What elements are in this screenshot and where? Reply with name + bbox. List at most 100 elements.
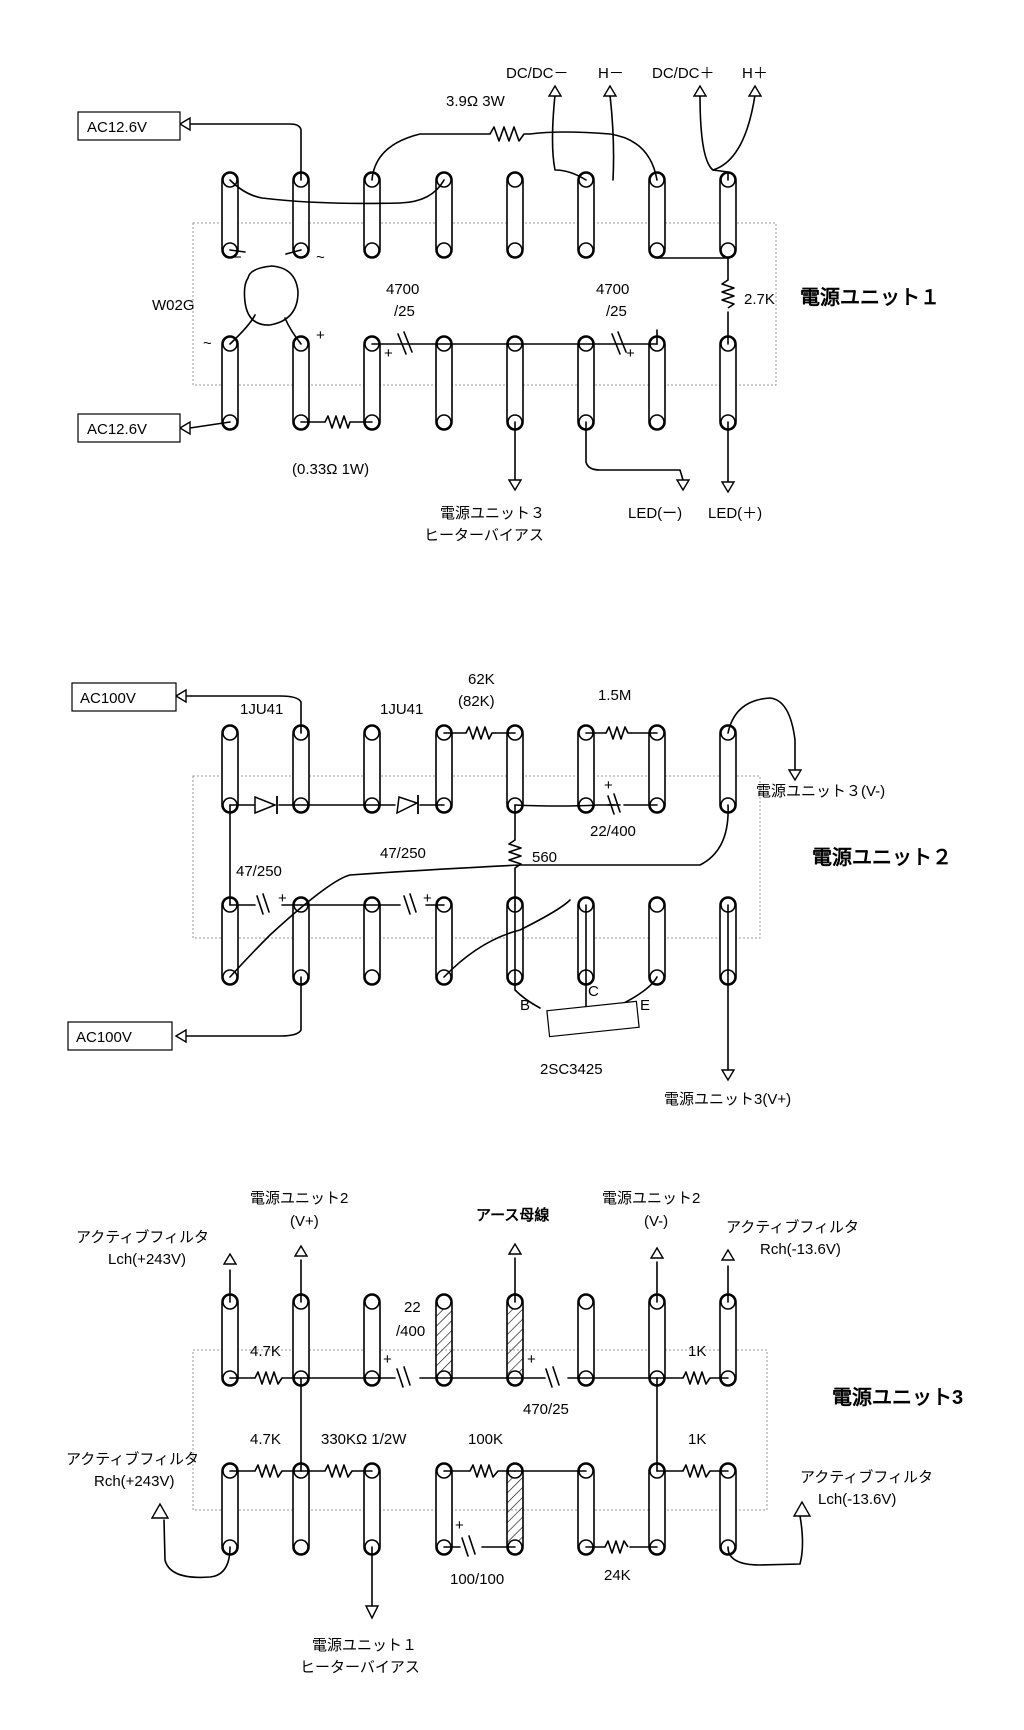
terminal-post bbox=[363, 896, 381, 986]
capacitor-22-400: + bbox=[604, 777, 621, 815]
svg-text:~: ~ bbox=[203, 335, 212, 352]
arrow-up-icon bbox=[222, 1252, 238, 1265]
capacitor-100-100: + bbox=[455, 1517, 476, 1557]
terminal-post bbox=[221, 1293, 239, 1387]
af-lch-minus-label-1: アクティブフィルタ bbox=[800, 1468, 933, 1486]
svg-text:−: − bbox=[233, 249, 242, 266]
in-u2-vplus-label-2: (V+) bbox=[290, 1213, 319, 1230]
resistor-1-5m bbox=[605, 726, 632, 740]
arrow-down-icon bbox=[364, 1605, 380, 1620]
svg-text:~: ~ bbox=[316, 249, 325, 266]
resistor-4-7k-2-label: 4.7K bbox=[250, 1431, 281, 1448]
capacitor1-voltage: /25 bbox=[394, 303, 415, 320]
ac-top-label: AC12.6V bbox=[87, 119, 147, 136]
terminal-post bbox=[292, 896, 310, 986]
capacitor-47-250-2: + bbox=[403, 890, 432, 915]
resistor-1k-1 bbox=[682, 1371, 711, 1385]
af-lch-plus-label-1: アクティブフィルタ bbox=[76, 1228, 209, 1246]
terminal-post bbox=[292, 1293, 310, 1387]
arrow-left-icon bbox=[174, 688, 187, 704]
capacitor-470-25-label: 470/25 bbox=[523, 1401, 569, 1418]
resistor-62k bbox=[465, 726, 496, 740]
terminal-post bbox=[719, 171, 737, 259]
unit3-board-outline bbox=[192, 1349, 768, 1511]
bridge-rectifier: − ~ ~ + bbox=[203, 249, 325, 352]
terminal-post bbox=[648, 171, 666, 259]
arrow-left-icon bbox=[178, 420, 191, 436]
in-u2-vplus-label-1: 電源ユニット2 bbox=[250, 1190, 348, 1207]
terminal-post bbox=[506, 335, 524, 431]
terminal-post bbox=[435, 1462, 453, 1556]
arrow-up-icon bbox=[547, 84, 563, 97]
ac-input-box-bottom bbox=[77, 413, 181, 443]
ac100-top-label: AC100V bbox=[80, 690, 136, 707]
resistor-330k bbox=[324, 1464, 353, 1478]
resistor-62k-label: 62K bbox=[468, 671, 495, 688]
led-minus-label: LED(ー) bbox=[628, 505, 682, 522]
bridge-label: W02G bbox=[152, 297, 195, 314]
arrow-up-icon bbox=[747, 84, 763, 97]
transistor-label: 2SC3425 bbox=[540, 1061, 603, 1078]
terminal-post bbox=[221, 724, 239, 814]
terminal-post bbox=[719, 1293, 737, 1387]
resistor-560-label: 560 bbox=[532, 849, 557, 866]
svg-text:+: + bbox=[316, 327, 325, 344]
transistor-pin-b: B bbox=[520, 997, 530, 1014]
unit2-terminal-strip bbox=[221, 724, 737, 986]
terminal-post bbox=[719, 1462, 737, 1556]
arrow-up-icon bbox=[507, 1242, 523, 1255]
arrow-up-icon bbox=[792, 1500, 812, 1517]
terminal-post bbox=[363, 1462, 381, 1556]
terminal-post bbox=[363, 1293, 381, 1387]
terminal-post bbox=[435, 335, 453, 431]
terminal-post-hatched bbox=[506, 1462, 524, 1556]
terminal-post bbox=[363, 335, 381, 431]
resistor-560 bbox=[508, 839, 522, 872]
unit1-wiring bbox=[189, 94, 756, 483]
dcdc-minus-label: DC/DC－ bbox=[506, 65, 569, 82]
in-u2-vminus-label-2: (V-) bbox=[644, 1213, 668, 1230]
out-vminus-label: 電源ユニット３(V-) bbox=[756, 783, 885, 800]
dcdc-plus-label: DC/DC＋ bbox=[652, 65, 715, 82]
terminal-post bbox=[435, 724, 453, 814]
h-minus-label: H－ bbox=[598, 65, 624, 82]
capacitor-4700-1: + bbox=[384, 331, 413, 362]
terminal-post bbox=[435, 171, 453, 259]
unit3-terminal-strip bbox=[221, 1293, 737, 1556]
ac-input-box-top bbox=[77, 111, 181, 141]
unit2-title: 電源ユニット２ bbox=[812, 846, 952, 869]
arrow-left-icon bbox=[178, 116, 191, 132]
af-rch-plus-label-1: アクティブフィルタ bbox=[66, 1450, 199, 1468]
resistor-4-7k-1 bbox=[254, 1371, 283, 1385]
capacitor-470-25: + bbox=[527, 1351, 560, 1388]
resistor-100k bbox=[469, 1464, 499, 1478]
terminal-post-hatched bbox=[435, 1293, 453, 1387]
svg-text:+: + bbox=[604, 777, 613, 794]
led-plus-label: LED(＋) bbox=[708, 505, 762, 522]
resistor-100k-label: 100K bbox=[468, 1431, 503, 1448]
resistor-24k bbox=[604, 1540, 629, 1554]
terminal-post-hatched bbox=[506, 1293, 524, 1387]
unit1-section: − ~ ~ + + + A bbox=[77, 65, 940, 544]
terminal-post bbox=[363, 171, 381, 259]
resistor-3-9ohm bbox=[489, 126, 530, 142]
unit3-title: 電源ユニット3 bbox=[832, 1386, 963, 1409]
resistor-3-9ohm-label: 3.9Ω 3W bbox=[446, 93, 506, 110]
terminal-post bbox=[506, 171, 524, 259]
ac-bottom-label: AC12.6V bbox=[87, 421, 147, 438]
transistor-pin-e: E bbox=[640, 997, 650, 1014]
diode2-label: 1JU41 bbox=[380, 701, 423, 718]
ac100-input-box-top bbox=[71, 682, 177, 712]
unit1-board-outline bbox=[192, 222, 777, 386]
terminal-post bbox=[577, 1462, 595, 1556]
unit2-wiring bbox=[185, 695, 796, 1071]
af-lch-minus-label-2: Lch(-13.6V) bbox=[818, 1491, 896, 1508]
unit1-title: 電源ユニット１ bbox=[800, 286, 940, 309]
arrow-left-icon bbox=[174, 1028, 187, 1044]
h-plus-label: H＋ bbox=[742, 65, 768, 82]
terminal-post bbox=[648, 335, 666, 431]
in-u2-vminus-label-1: 電源ユニット2 bbox=[602, 1190, 700, 1207]
terminal-post bbox=[292, 724, 310, 814]
resistor-82k-label: (82K) bbox=[458, 693, 495, 710]
